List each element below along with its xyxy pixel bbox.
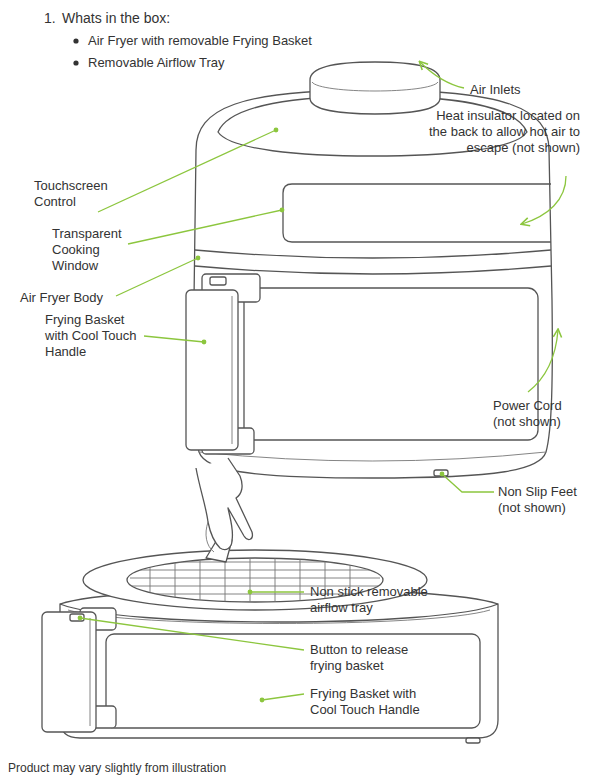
leader-dot bbox=[260, 698, 265, 703]
basket-inner bbox=[68, 610, 490, 624]
leader-arrow bbox=[528, 330, 558, 392]
leader-arrow bbox=[522, 176, 566, 224]
leader-dot bbox=[440, 472, 445, 477]
leader-arrow bbox=[420, 62, 464, 88]
handle-edge bbox=[90, 618, 91, 726]
part-label: Touchscreen Control bbox=[34, 178, 124, 210]
part-label: Non stick removable airflow tray bbox=[310, 584, 445, 616]
hand bbox=[196, 458, 252, 550]
leader-dot bbox=[202, 340, 207, 345]
part-label: Heat insulator located on the back to al… bbox=[420, 108, 580, 156]
bullet bbox=[73, 38, 78, 43]
handle bbox=[42, 612, 96, 732]
foot bbox=[434, 470, 448, 476]
release-button bbox=[70, 614, 84, 621]
window bbox=[283, 184, 551, 242]
basket-illustration bbox=[42, 458, 498, 743]
basket-body bbox=[60, 604, 498, 738]
part-label: Transparent Cooking Window bbox=[52, 226, 132, 274]
leader-line bbox=[128, 210, 282, 244]
leader-dot bbox=[196, 256, 201, 261]
caption: Product may vary slightly from illustrat… bbox=[8, 760, 508, 776]
leader-line bbox=[116, 258, 198, 296]
part-label: Frying Basket with Cool Touch Handle bbox=[45, 312, 145, 360]
leader-dot bbox=[274, 128, 279, 133]
part-label: Button to release frying basket bbox=[310, 642, 430, 674]
part-label: Frying Basket with Cool Touch Handle bbox=[310, 686, 435, 718]
leader-line bbox=[98, 130, 276, 212]
part-label: Air Fryer Body bbox=[20, 290, 140, 306]
top-control-edge bbox=[312, 82, 438, 91]
leader-dot bbox=[280, 208, 285, 213]
list-item: Air Fryer with removable Frying Basket bbox=[88, 33, 388, 49]
leader-dot bbox=[78, 616, 83, 621]
part-label: Power Cord (not shown) bbox=[493, 398, 583, 430]
top-control bbox=[310, 62, 440, 114]
leader-line bbox=[80, 618, 304, 650]
part-label: Air Inlets bbox=[470, 82, 570, 98]
leader-line bbox=[250, 591, 304, 592]
handle-edge bbox=[232, 296, 233, 444]
tray-flange bbox=[83, 550, 427, 610]
list-heading: Whats in the box: bbox=[62, 10, 362, 26]
part-label: Non Slip Feet (not shown) bbox=[498, 484, 590, 516]
leader-line bbox=[262, 694, 304, 700]
leader-line bbox=[442, 474, 494, 492]
body-band bbox=[195, 266, 551, 274]
foot bbox=[466, 738, 480, 743]
hand-finger bbox=[206, 522, 214, 552]
list-number: 1. bbox=[44, 10, 64, 26]
leader-line bbox=[144, 336, 204, 342]
leader-dot bbox=[248, 590, 253, 595]
release-button bbox=[210, 277, 226, 285]
bullet bbox=[73, 60, 78, 65]
leader-lines bbox=[78, 62, 566, 702]
body-band bbox=[195, 250, 551, 258]
handle bbox=[186, 290, 238, 450]
list-item: Removable Airflow Tray bbox=[88, 55, 388, 71]
